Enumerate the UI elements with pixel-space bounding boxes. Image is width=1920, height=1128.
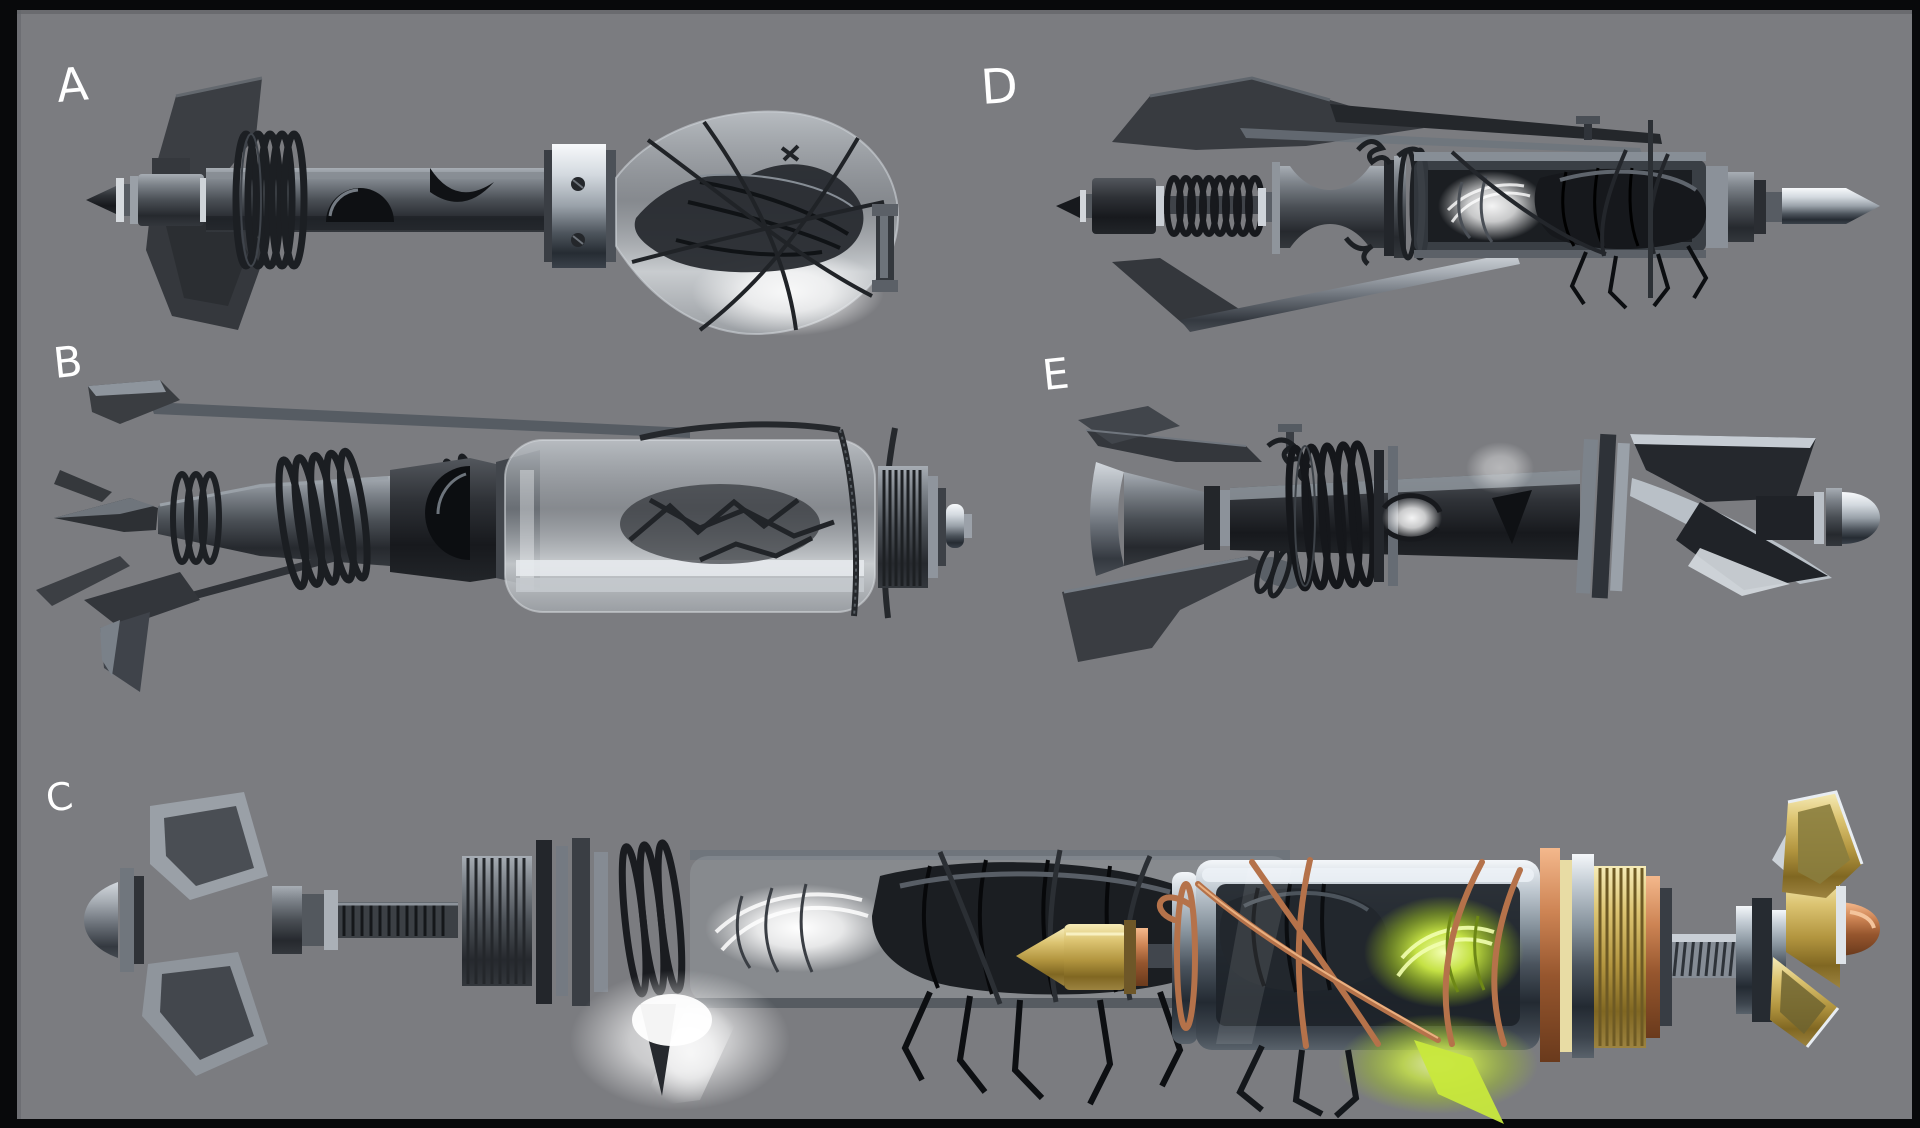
dart-d-rear-spike bbox=[1782, 188, 1846, 224]
dart-c-knurled-drum bbox=[462, 856, 532, 986]
dart-d-beetle-legs bbox=[1569, 245, 1709, 310]
dart-e-glint bbox=[1382, 496, 1442, 540]
final-dart-fin-hub bbox=[1786, 876, 1840, 988]
dart-e-rear-fin-bottom bbox=[1676, 502, 1828, 590]
dart-b-illustration bbox=[36, 380, 972, 692]
dart-b-notch bbox=[425, 466, 470, 560]
dart-d-spring bbox=[1164, 175, 1265, 237]
dart-e-rear-fin-top bbox=[1630, 434, 1816, 502]
dart-a-binding-wires bbox=[631, 120, 885, 332]
dart-a-tip bbox=[86, 186, 116, 214]
dart-c-dome bbox=[84, 882, 118, 958]
dart-d-larva-glow bbox=[1438, 171, 1546, 241]
dart-c-beetle-legs bbox=[901, 990, 1184, 1106]
dart-e-illustration bbox=[1062, 406, 1880, 662]
label-variant-c: C bbox=[43, 774, 75, 821]
canvas-top-edge bbox=[17, 10, 1912, 14]
dart-d-tip bbox=[1056, 196, 1080, 218]
label-variant-d: D bbox=[979, 58, 1020, 116]
final-dart-beetle-legs bbox=[1236, 1044, 1360, 1119]
dart-final-colored-illustration bbox=[1016, 790, 1880, 1124]
dart-b-wire-coils bbox=[170, 471, 222, 565]
dart-b-lower-fin bbox=[84, 572, 200, 628]
dart-c-illustration bbox=[84, 792, 1526, 1110]
final-dart-green-drip bbox=[1414, 1040, 1504, 1124]
dart-d-top-fin bbox=[1112, 78, 1424, 150]
dart-d-illustration bbox=[1056, 76, 1880, 332]
canvas-left-edge bbox=[17, 10, 21, 1119]
dart-d-spool bbox=[1276, 166, 1384, 248]
dart-d-bottom-fin bbox=[1112, 258, 1250, 330]
dart-e-wire-coil bbox=[1285, 440, 1377, 592]
dart-a-clamp-ring bbox=[552, 144, 606, 268]
dart-e-bell-nozzle bbox=[1090, 462, 1124, 576]
final-dart-copper-cone bbox=[1840, 902, 1880, 956]
final-dart-green-glow bbox=[1364, 896, 1524, 1008]
final-dart-bullet-tip bbox=[1016, 928, 1064, 986]
label-variant-e: E bbox=[1040, 348, 1072, 400]
dart-a-wire-coil bbox=[232, 130, 308, 270]
final-dart-ring-stack bbox=[1540, 848, 1560, 1062]
label-variant-b: B bbox=[51, 336, 85, 388]
label-variant-a: A bbox=[54, 56, 91, 113]
dart-a-illustration bbox=[86, 76, 900, 336]
dart-e-rear-tip bbox=[1842, 492, 1880, 544]
dart-d-beetle bbox=[1534, 168, 1707, 250]
